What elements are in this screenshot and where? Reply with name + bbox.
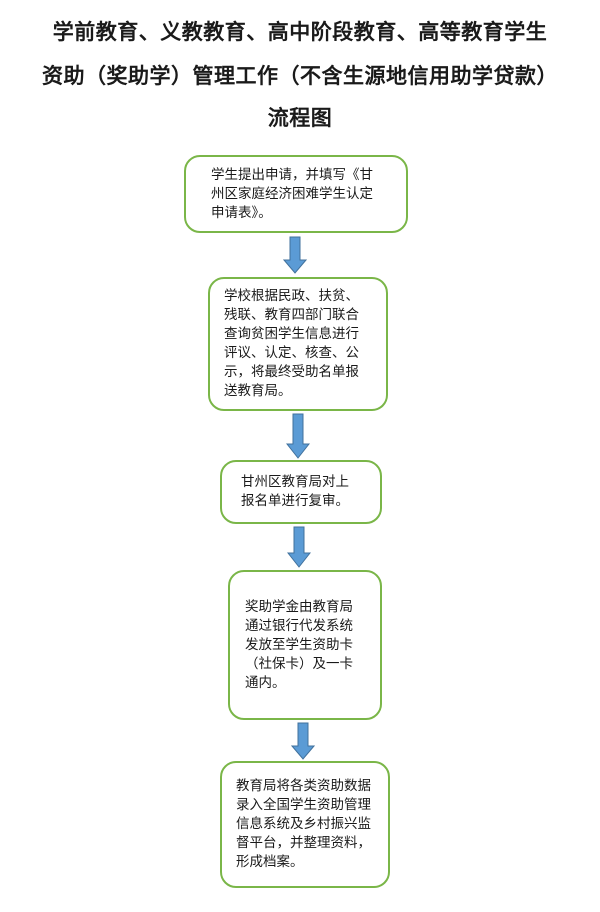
title-line-2: 资助（奖助学）管理工作（不含生源地信用助学贷款） — [42, 64, 558, 88]
step-box-data-entry: 教育局将各类资助数据录入全国学生资助管理信息系统及乡村振兴监督平台，并整理资料，… — [220, 761, 390, 888]
down-arrow-icon — [287, 526, 311, 568]
down-arrow-icon — [283, 236, 307, 274]
title-line-3: 流程图 — [267, 106, 333, 130]
step-box-disbursement: 奖助学金由教育局通过银行代发系统发放至学生资助卡（社保卡）及一卡通内。 — [228, 570, 382, 720]
step-text-disbursement: 奖助学金由教育局通过银行代发系统发放至学生资助卡（社保卡）及一卡通内。 — [245, 598, 353, 691]
step-box-apply: 学生提出申请，并填写《甘州区家庭经济困难学生认定申请表》。 — [184, 155, 408, 233]
step-text-bureau-recheck: 甘州区教育局对上报名单进行复审。 — [241, 474, 349, 509]
down-arrow-icon — [291, 722, 315, 760]
step-text-school-review: 学校根据民政、扶贫、残联、教育四部门联合查询贫困学生信息进行评议、认定、核查、公… — [224, 288, 359, 399]
step-box-bureau-recheck: 甘州区教育局对上报名单进行复审。 — [220, 460, 382, 524]
down-arrow-icon — [286, 413, 310, 459]
title-line-1: 学前教育、义教教育、高中阶段教育、高等教育学生 — [52, 20, 548, 44]
step-text-apply: 学生提出申请，并填写《甘州区家庭经济困难学生认定申请表》。 — [211, 166, 373, 221]
step-text-data-entry: 教育局将各类资助数据录入全国学生资助管理信息系统及乡村振兴监督平台，并整理资料，… — [236, 778, 371, 870]
step-box-school-review: 学校根据民政、扶贫、残联、教育四部门联合查询贫困学生信息进行评议、认定、核查、公… — [208, 277, 388, 411]
